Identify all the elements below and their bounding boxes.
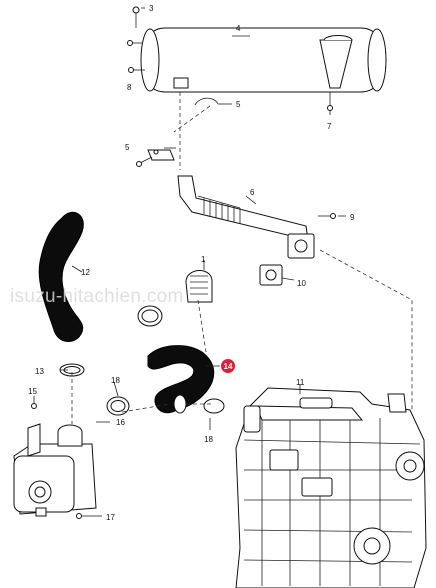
upper-hose — [38, 211, 84, 342]
exhaust-pipe — [177, 175, 336, 259]
callout-18-right: 18 — [204, 435, 213, 444]
callout-5-lower: 5 — [125, 143, 130, 152]
intake-elbow — [137, 270, 213, 327]
callout-1: 1 — [201, 255, 206, 264]
callout-8: 8 — [127, 83, 132, 92]
callout-leaders — [33, 7, 346, 517]
callout-11: 11 — [296, 378, 305, 387]
watermark-text: isuzu-hitachien.com — [10, 286, 184, 307]
callout-3: 3 — [149, 4, 154, 13]
callout-7: 7 — [327, 122, 332, 131]
air-cleaner — [13, 403, 97, 519]
engine-block — [235, 387, 427, 588]
callout-5-upper: 5 — [236, 100, 241, 109]
gasket — [259, 264, 283, 286]
clamp-bracket — [136, 97, 219, 167]
callout-14-highlighted: 14 — [224, 362, 233, 371]
callout-15: 15 — [28, 387, 37, 396]
lower-hose-highlighted — [147, 345, 215, 414]
callout-17: 17 — [106, 513, 115, 522]
assembly-guide-lines — [71, 92, 413, 424]
callout-9: 9 — [350, 213, 355, 222]
callout-labels: 3 4 8 5 7 5 6 9 1 12 10 13 11 18 15 16 1… — [28, 4, 355, 522]
callout-4: 4 — [236, 24, 241, 33]
callout-18-left: 18 — [111, 376, 120, 385]
callout-6: 6 — [250, 188, 255, 197]
muffler — [127, 6, 387, 115]
callout-16: 16 — [116, 418, 125, 427]
callout-12: 12 — [81, 268, 90, 277]
callout-13: 13 — [35, 367, 44, 376]
callout-10: 10 — [297, 279, 306, 288]
highlight-badge: 14 — [220, 358, 236, 374]
